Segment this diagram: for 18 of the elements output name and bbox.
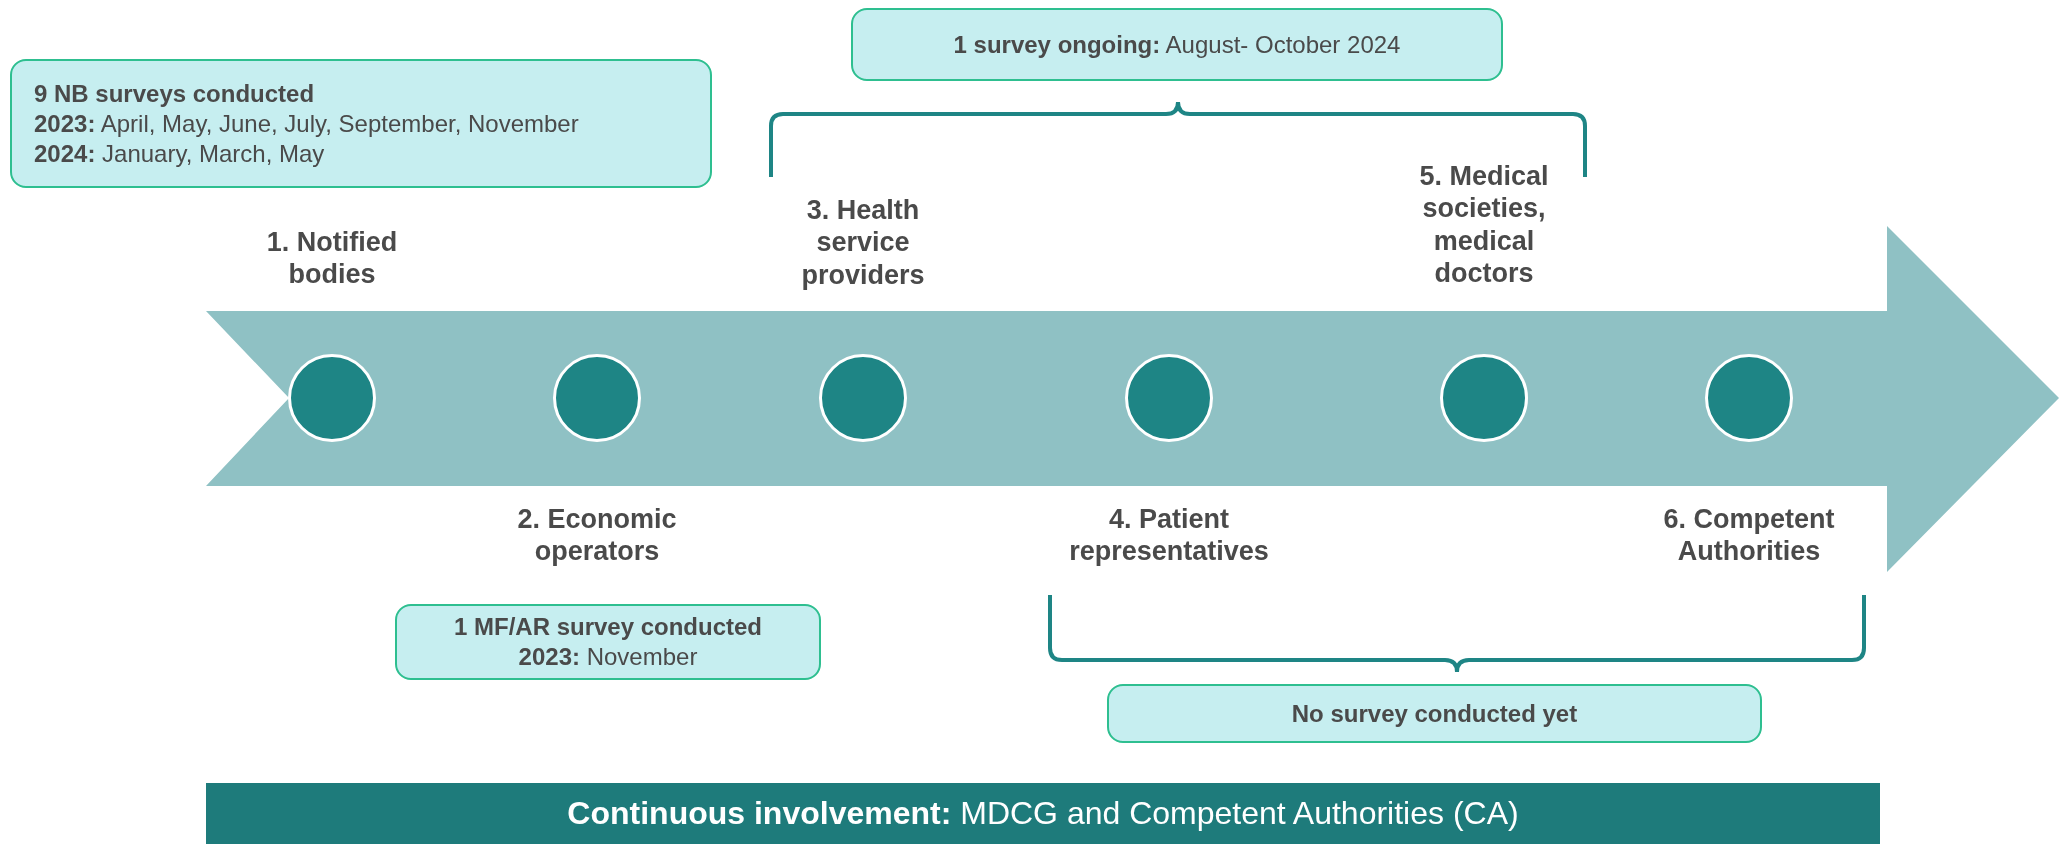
stakeholder-label: 2. Economic operators — [516, 503, 678, 568]
box-text: 1 survey ongoing: August- October 2024 — [953, 29, 1401, 60]
stakeholder-label: 6. Competent Authorities — [1662, 503, 1836, 568]
info-box — [395, 604, 821, 680]
stakeholder-label: 4. Patient representatives — [1068, 503, 1270, 568]
info-box — [851, 8, 1503, 81]
info-box — [1107, 684, 1762, 743]
info-box — [10, 59, 712, 188]
box-text: 9 NB surveys conducted — [34, 78, 315, 109]
stakeholder-label: 3. Health service providers — [800, 194, 926, 292]
box-text: 2023: April, May, June, July, September, November — [34, 108, 579, 139]
box-text: 2024: January, March, May — [34, 138, 325, 169]
stakeholder-label: 5. Medical societies, medical doctors — [1418, 160, 1550, 290]
involvement-banner: Continuous involvement: MDCG and Competent Authorities (CA) — [206, 783, 1880, 844]
box-text: 1 MF/AR survey conducted — [453, 612, 763, 642]
box-text: No survey conducted yet — [1291, 698, 1578, 729]
stakeholder-label: 1. Notified bodies — [265, 226, 399, 291]
box-text: 2023: November — [518, 642, 698, 672]
